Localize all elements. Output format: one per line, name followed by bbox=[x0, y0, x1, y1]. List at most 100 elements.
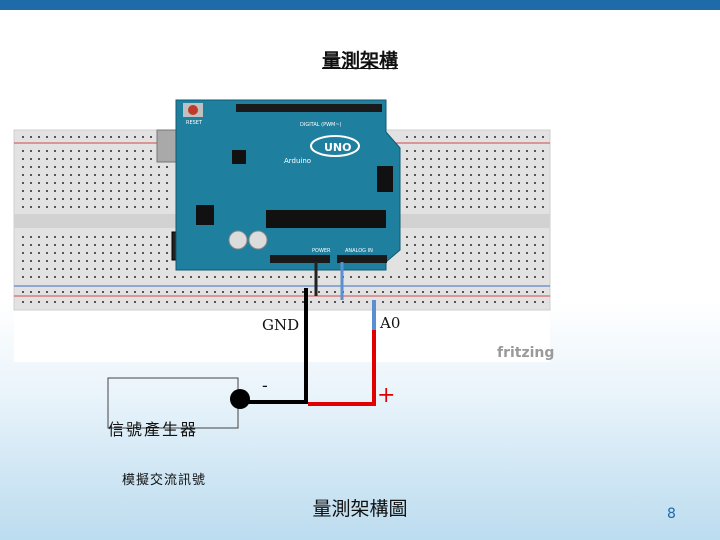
breadboard-hole bbox=[22, 150, 24, 152]
breadboard-hole bbox=[494, 166, 496, 168]
breadboard-hole bbox=[62, 252, 64, 254]
breadboard-hole bbox=[462, 252, 464, 254]
breadboard-hole bbox=[94, 190, 96, 192]
slide-title: 量測架構 bbox=[321, 50, 398, 72]
breadboard-hole bbox=[518, 252, 520, 254]
breadboard-hole bbox=[422, 174, 424, 176]
breadboard-hole bbox=[70, 268, 72, 270]
breadboard-hole bbox=[150, 244, 152, 246]
breadboard-hole bbox=[62, 150, 64, 152]
board-model-text: UNO bbox=[324, 141, 352, 154]
breadboard-hole bbox=[526, 268, 528, 270]
breadboard-hole bbox=[46, 198, 48, 200]
breadboard-hole bbox=[422, 276, 424, 278]
breadboard-hole bbox=[454, 236, 456, 238]
breadboard-hole bbox=[406, 174, 408, 176]
breadboard-hole bbox=[126, 166, 128, 168]
breadboard-hole bbox=[470, 166, 472, 168]
breadboard-hole bbox=[166, 206, 168, 208]
breadboard-hole bbox=[486, 158, 488, 160]
breadboard-hole bbox=[486, 244, 488, 246]
breadboard-hole bbox=[454, 198, 456, 200]
breadboard-hole bbox=[22, 206, 24, 208]
breadboard-hole bbox=[134, 174, 136, 176]
breadboard-hole bbox=[486, 150, 488, 152]
board-reset-text: RESET bbox=[186, 120, 203, 126]
board-analog-text: ANALOG IN bbox=[345, 248, 373, 254]
breadboard-hole bbox=[446, 291, 448, 293]
breadboard-hole bbox=[470, 268, 472, 270]
breadboard-hole bbox=[374, 291, 376, 293]
breadboard-hole bbox=[462, 150, 464, 152]
breadboard-hole bbox=[142, 252, 144, 254]
breadboard-hole bbox=[238, 276, 240, 278]
breadboard-hole bbox=[118, 236, 120, 238]
breadboard-hole bbox=[406, 252, 408, 254]
breadboard-hole bbox=[54, 244, 56, 246]
breadboard-hole bbox=[30, 136, 32, 138]
breadboard-hole bbox=[414, 268, 416, 270]
breadboard-hole bbox=[166, 244, 168, 246]
breadboard-hole bbox=[22, 301, 24, 303]
breadboard-hole bbox=[54, 268, 56, 270]
breadboard-hole bbox=[510, 276, 512, 278]
breadboard-hole bbox=[494, 252, 496, 254]
breadboard-hole bbox=[30, 150, 32, 152]
breadboard-hole bbox=[38, 174, 40, 176]
breadboard-hole bbox=[502, 150, 504, 152]
breadboard-hole bbox=[86, 174, 88, 176]
breadboard-hole bbox=[470, 252, 472, 254]
breadboard-hole bbox=[110, 260, 112, 262]
generator-terminal bbox=[230, 389, 250, 409]
breadboard-hole bbox=[262, 291, 264, 293]
breadboard-hole bbox=[534, 166, 536, 168]
breadboard-hole bbox=[510, 198, 512, 200]
breadboard-hole bbox=[214, 276, 216, 278]
breadboard-hole bbox=[46, 291, 48, 293]
breadboard-hole bbox=[62, 190, 64, 192]
breadboard-hole bbox=[46, 276, 48, 278]
breadboard-hole bbox=[430, 174, 432, 176]
breadboard-hole bbox=[422, 301, 424, 303]
breadboard-hole bbox=[470, 206, 472, 208]
breadboard-hole bbox=[142, 268, 144, 270]
breadboard-hole bbox=[486, 291, 488, 293]
breadboard-hole bbox=[478, 166, 480, 168]
breadboard-hole bbox=[494, 291, 496, 293]
breadboard-hole bbox=[46, 190, 48, 192]
breadboard-hole bbox=[254, 276, 256, 278]
breadboard-hole bbox=[86, 236, 88, 238]
gnd-wire bbox=[240, 288, 308, 404]
breadboard-hole bbox=[110, 158, 112, 160]
breadboard-hole bbox=[478, 291, 480, 293]
breadboard-hole bbox=[534, 182, 536, 184]
breadboard-hole bbox=[446, 268, 448, 270]
breadboard-hole bbox=[502, 166, 504, 168]
plus-label: + bbox=[377, 383, 396, 408]
breadboard-hole bbox=[142, 301, 144, 303]
breadboard-hole bbox=[166, 198, 168, 200]
breadboard-hole bbox=[126, 150, 128, 152]
breadboard-hole bbox=[142, 136, 144, 138]
breadboard-hole bbox=[86, 244, 88, 246]
arduino-board: UNO Arduino RESET DIGITAL (PWM~) POWER A… bbox=[156, 99, 401, 271]
breadboard-hole bbox=[166, 268, 168, 270]
breadboard-hole bbox=[390, 276, 392, 278]
breadboard-hole bbox=[518, 158, 520, 160]
breadboard-hole bbox=[62, 301, 64, 303]
breadboard-hole bbox=[366, 291, 368, 293]
breadboard-hole bbox=[414, 198, 416, 200]
breadboard-hole bbox=[110, 166, 112, 168]
breadboard-hole bbox=[446, 182, 448, 184]
breadboard-hole bbox=[110, 301, 112, 303]
breadboard-hole bbox=[526, 301, 528, 303]
breadboard-hole bbox=[518, 136, 520, 138]
breadboard-hole bbox=[142, 198, 144, 200]
breadboard-hole bbox=[126, 244, 128, 246]
breadboard-hole bbox=[134, 260, 136, 262]
breadboard-hole bbox=[38, 158, 40, 160]
breadboard-hole bbox=[38, 260, 40, 262]
breadboard-hole bbox=[438, 291, 440, 293]
breadboard-hole bbox=[430, 301, 432, 303]
breadboard-hole bbox=[494, 206, 496, 208]
